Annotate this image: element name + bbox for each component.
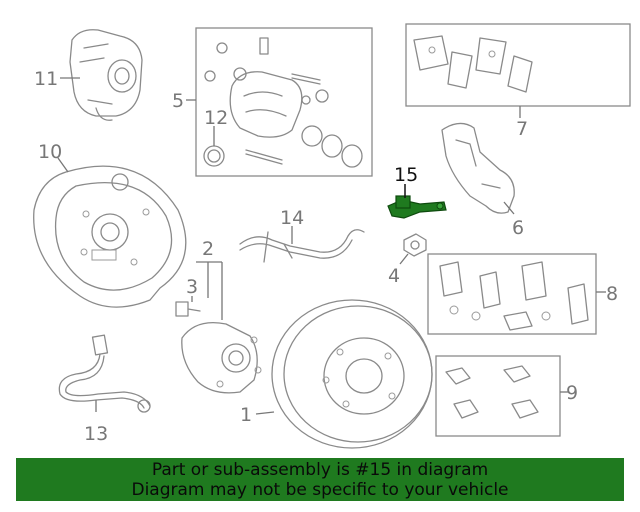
part-8-pads xyxy=(439,261,589,331)
part-7-pads xyxy=(413,35,533,93)
leader-10 xyxy=(57,157,69,173)
leader-6 xyxy=(503,201,515,215)
callout-11: 11 xyxy=(34,68,58,90)
banner-line-2: Diagram may not be specific to your vehi… xyxy=(131,479,509,500)
callout-6: 6 xyxy=(512,217,524,239)
callout-13: 13 xyxy=(84,423,108,445)
part-14-wire xyxy=(239,229,365,263)
callout-12: 12 xyxy=(204,107,228,129)
callout-4: 4 xyxy=(388,265,400,287)
part-5-group-box xyxy=(195,27,373,177)
part-2-hub xyxy=(181,321,262,394)
callout-1: 1 xyxy=(240,404,252,426)
leader-2 xyxy=(196,261,223,320)
part-10-backing-plate xyxy=(33,165,187,308)
parts-diagram: 11 10 5 12 xyxy=(33,23,631,449)
part-11-actuator xyxy=(69,29,143,121)
leader-1 xyxy=(255,411,275,415)
callout-14: 14 xyxy=(280,207,304,229)
part-5-caliper xyxy=(204,37,363,168)
callout-8: 8 xyxy=(606,283,618,305)
info-banner: Part or sub-assembly is #15 in diagram D… xyxy=(16,458,624,501)
banner-line-1: Part or sub-assembly is #15 in diagram xyxy=(151,459,489,480)
part-9-group-box xyxy=(435,355,561,437)
callout-9: 9 xyxy=(566,382,578,404)
callout-7: 7 xyxy=(516,118,528,140)
callout-15: 15 xyxy=(394,164,418,186)
callout-10: 10 xyxy=(38,141,62,163)
leader-4 xyxy=(399,253,409,265)
part-7-group-box xyxy=(405,23,631,107)
part-9-clips xyxy=(445,365,539,419)
part-13-cable xyxy=(58,334,151,413)
part-4-nut xyxy=(403,233,427,257)
part-6-bracket xyxy=(441,122,515,214)
part-8-group-box xyxy=(427,253,597,335)
callout-5: 5 xyxy=(172,90,184,112)
part-15-sensor xyxy=(387,195,447,219)
part-12-seal xyxy=(203,145,225,167)
part-1-rotor xyxy=(271,299,433,449)
callout-2: 2 xyxy=(202,238,214,260)
part-3-bolt xyxy=(175,301,201,317)
callout-3: 3 xyxy=(186,276,198,298)
